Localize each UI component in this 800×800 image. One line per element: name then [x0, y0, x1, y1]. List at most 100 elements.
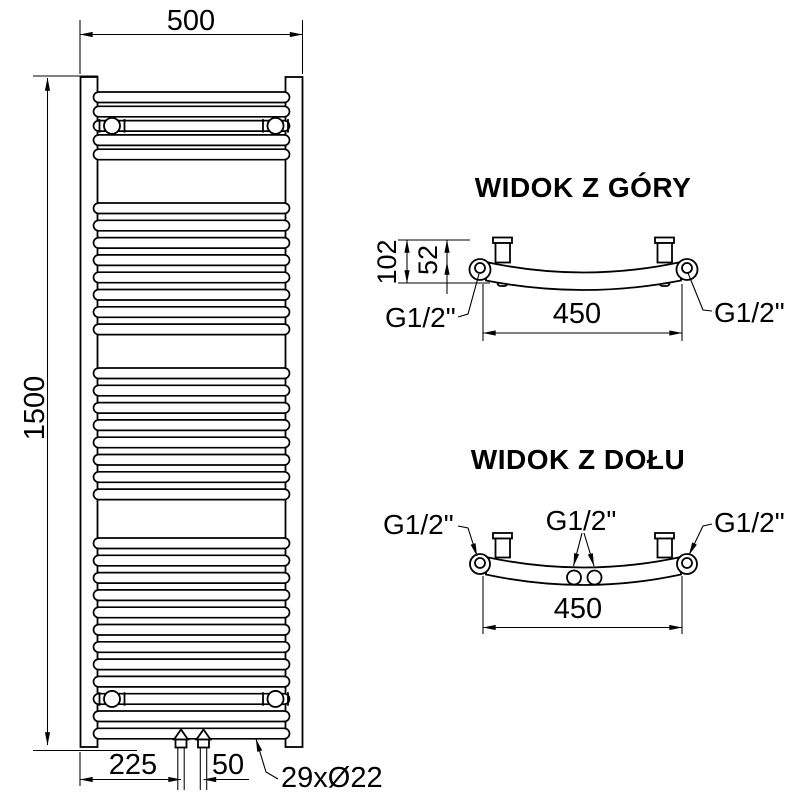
tube	[92, 288, 291, 301]
tube-group-3	[92, 367, 291, 501]
wall-bracket	[103, 116, 121, 135]
dim-connection-spacing-label: 450	[553, 298, 601, 330]
center-connection	[586, 569, 603, 586]
thread-callout-right: G1/2"	[687, 272, 785, 328]
dim-height-label: 1500	[19, 376, 51, 441]
thread-callout-center: G1/2"	[546, 505, 617, 567]
dim-height: 1500	[19, 75, 137, 752]
thread-right-label: G1/2"	[714, 507, 785, 538]
tube	[92, 119, 291, 132]
tube	[92, 470, 291, 484]
dim-bracket-depth-label: 52	[413, 245, 443, 275]
bracket-body	[494, 537, 511, 559]
tube	[92, 323, 291, 336]
bracket-body	[656, 242, 673, 264]
radiator-tubes	[92, 91, 291, 740]
tube	[92, 148, 291, 161]
fitting-inner	[474, 557, 486, 569]
tube	[92, 453, 291, 466]
tube	[92, 219, 291, 232]
bottom-view: WIDOK Z DOŁU G1/2"	[383, 444, 785, 634]
tube	[92, 254, 291, 267]
leader-line	[687, 272, 713, 312]
tube-note-label: 29xØ22	[281, 762, 383, 794]
thread-callout-right: G1/2"	[688, 507, 785, 556]
dim-width-label: 500	[167, 5, 215, 37]
tube	[92, 384, 291, 397]
wall-bracket	[266, 116, 285, 135]
tube	[92, 419, 291, 432]
dim-connection-spacing-label: 450	[554, 593, 602, 625]
fitting-right	[675, 258, 699, 281]
thread-right-label: G1/2"	[714, 297, 785, 328]
tube-count-note: 29xØ22	[255, 738, 383, 794]
tube	[92, 236, 291, 249]
tube-group-1	[92, 91, 291, 161]
top-view-title: WIDOK Z GÓRY	[475, 172, 692, 203]
tube	[92, 401, 291, 414]
valve-right	[194, 727, 213, 790]
valve-body	[174, 738, 188, 749]
tube	[92, 537, 291, 550]
top-view: WIDOK Z GÓRY 102	[372, 172, 785, 341]
leader-line	[572, 532, 583, 567]
thread-left-label: G1/2"	[385, 302, 456, 333]
wall-bracket	[103, 690, 121, 708]
tube	[92, 658, 291, 671]
thread-center-label: G1/2"	[546, 505, 617, 536]
wall-bracket-right	[654, 236, 675, 264]
dim-depth-label: 102	[372, 239, 402, 284]
wall-bracket-left	[492, 236, 513, 264]
bracket-body	[494, 242, 511, 264]
wall-bracket-left	[492, 532, 513, 559]
dim-bracket-depth: 52	[413, 239, 450, 294]
tube	[92, 554, 291, 567]
curved-tube	[485, 555, 682, 586]
tube	[92, 692, 291, 706]
bracket-body	[656, 537, 673, 559]
tube	[92, 105, 291, 118]
tube-group-4	[92, 537, 291, 740]
leader-line	[583, 532, 595, 567]
dim-valve-position: 225 50	[79, 749, 249, 786]
leader-line	[688, 523, 713, 556]
tube	[92, 589, 291, 602]
tube	[92, 606, 291, 619]
tube	[92, 488, 291, 501]
tube	[92, 675, 291, 688]
fitting-inner	[681, 262, 693, 274]
bottom-view-title: WIDOK Z DOŁU	[471, 444, 685, 475]
dim-depth: 102	[372, 239, 490, 285]
valve-left	[172, 727, 190, 790]
thread-callout-left: G1/2"	[385, 273, 480, 333]
tube	[92, 436, 291, 449]
leader-line	[457, 525, 478, 557]
tube	[92, 367, 291, 380]
wall-bracket-right	[654, 532, 675, 559]
leader-line	[457, 273, 480, 318]
tube	[92, 571, 291, 584]
curved-tube	[485, 260, 682, 291]
tube	[92, 271, 291, 284]
tube	[92, 134, 291, 147]
thread-callout-left: G1/2"	[383, 509, 478, 557]
fitting-right	[676, 553, 698, 575]
valve-body	[197, 738, 210, 749]
tube	[92, 727, 291, 740]
dim-connection-spacing-top: 450	[482, 284, 683, 341]
tube	[92, 91, 291, 104]
front-view: 500 1500 225 50 29xØ22	[19, 5, 383, 794]
tube	[92, 623, 291, 636]
dim-connection-spacing-bottom: 450	[482, 576, 683, 634]
wall-bracket	[266, 690, 285, 708]
dim-width: 500	[79, 5, 304, 74]
fitting-left	[469, 553, 491, 575]
dim-left-to-valve-label: 225	[109, 749, 157, 781]
tube-group-2	[92, 202, 291, 336]
center-connection	[566, 569, 582, 586]
fitting-inner	[681, 557, 693, 569]
fitting-inner	[474, 262, 486, 274]
tube	[92, 202, 291, 215]
